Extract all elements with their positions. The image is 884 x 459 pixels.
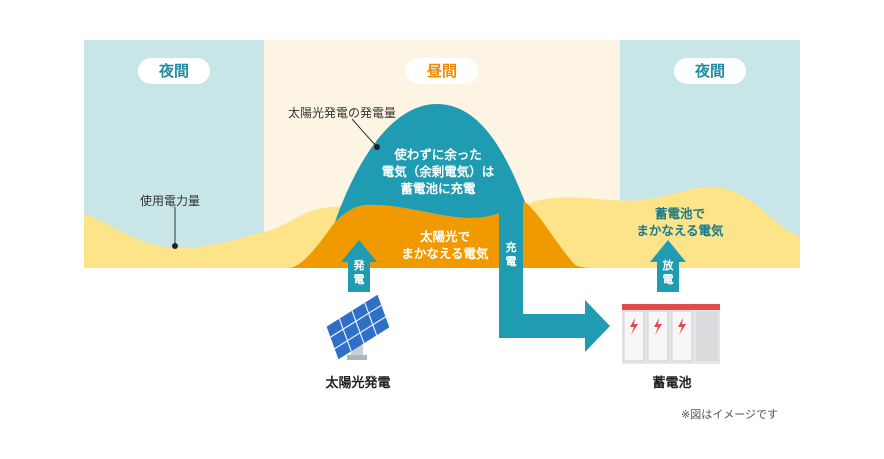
solar-amount-dot <box>374 144 380 150</box>
generate-arrow <box>341 240 377 292</box>
battery-icon <box>622 304 720 364</box>
discharge-label: 放電 <box>662 259 674 286</box>
solar-panel-icon <box>326 294 390 360</box>
charge-label: 充電 <box>505 241 517 268</box>
solar-cover-line-1: 太陽光で <box>419 229 470 244</box>
battery-cover-line-1: 蓄電池で <box>654 206 705 221</box>
solar-caption: 太陽光発電 <box>325 376 391 391</box>
night-left-pill: 夜間 <box>138 58 210 84</box>
night-right-pill: 夜間 <box>674 58 746 84</box>
surplus-line-2: 電気（余剰電気）は <box>381 164 495 179</box>
battery-cover-text: 蓄電池で まかなえる電気 <box>620 205 740 239</box>
surplus-area <box>335 104 525 222</box>
surplus-text: 使わずに余った 電気（余剰電気）は 蓄電池に充電 <box>368 146 508 197</box>
solar-cover-line-2: まかなえる電気 <box>401 246 489 261</box>
surplus-line-3: 蓄電池に充電 <box>400 181 476 196</box>
solar-amount-pointer <box>351 118 377 147</box>
image-note: ※図はイメージです <box>681 408 778 421</box>
solar-cover-text: 太陽光で まかなえる電気 <box>390 228 500 262</box>
surplus-line-1: 使わずに余った <box>394 147 482 162</box>
battery-cover-line-2: まかなえる電気 <box>636 223 724 238</box>
generate-label: 発電 <box>353 259 365 286</box>
discharge-arrow <box>650 240 686 292</box>
power-usage-label: 使用電力量 <box>140 194 201 208</box>
charge-arrow <box>499 198 610 352</box>
day-pill: 昼間 <box>406 58 478 84</box>
solar-amount-label: 太陽光発電の発電量 <box>288 106 397 120</box>
usage-dot <box>172 243 178 249</box>
battery-caption: 蓄電池 <box>652 376 692 391</box>
